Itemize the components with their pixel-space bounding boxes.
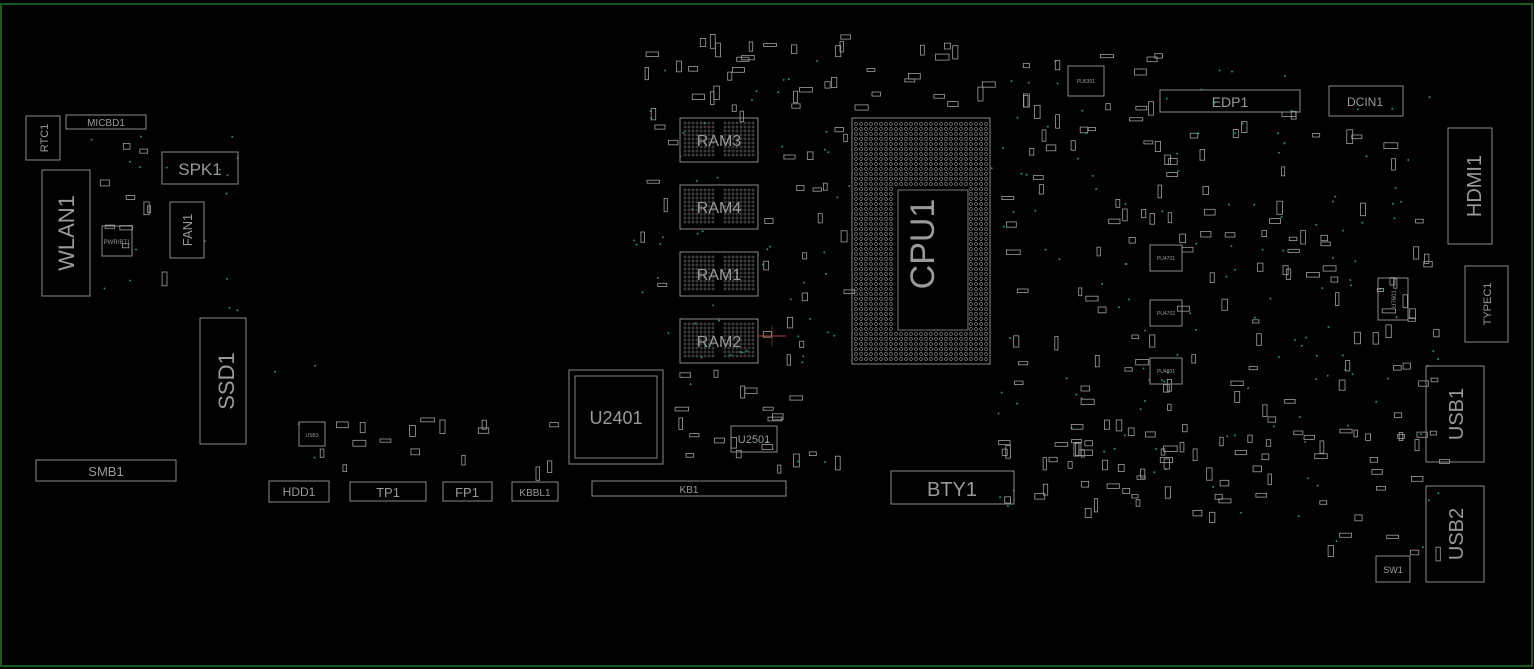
component-sw1[interactable]: SW1 [1375,555,1411,583]
component-u2501[interactable]: U2501 [730,425,778,453]
pad-field [99,34,1450,562]
smb1-label: SMB1 [88,464,123,479]
hdmi1-label: HDMI1 [1464,155,1486,217]
micbd1-label: MICBD1 [87,118,125,129]
u7601-label: U7601 [1392,290,1398,308]
component-fan1[interactable]: FAN1 [169,201,205,259]
ssd1-label: SSD1 [214,352,239,409]
cpu1-ball-grid [854,122,988,361]
component-pwr1[interactable]: PWR/BT1 [101,225,133,257]
component-bty1[interactable]: BTY1 [890,470,1015,505]
component-pu4701[interactable]: PU4701 [1149,244,1183,272]
component-pu4702[interactable]: PU4702 [1149,299,1183,327]
pu6301-label: PU6301 [1077,79,1095,85]
component-usb3[interactable]: USB3 [298,421,326,447]
spk1-label: SPK1 [178,160,221,179]
fp1-label: FP1 [455,485,479,500]
component-smb1[interactable]: SMB1 [35,459,177,482]
component-ram2[interactable]: RAM2 [679,318,786,364]
typec1-label: TYPEC1 [1482,283,1494,326]
component-pu6301[interactable]: PU6301 [1067,65,1105,97]
component-pu4801[interactable]: PU4801 [1149,357,1183,385]
ram4-label: RAM4 [697,200,742,217]
ram4-ball-grid [683,188,755,224]
component-rtc1[interactable]: RTC1 [25,115,61,161]
component-ssd1[interactable]: SSD1 [199,317,247,445]
component-u2401[interactable]: U2401 [568,369,664,465]
bty1-label: BTY1 [927,479,977,501]
wlan1-label: WLAN1 [54,195,79,271]
ram3-ball-grid [683,121,755,157]
component-ram4[interactable]: RAM4 [679,184,759,230]
sw1-label: SW1 [1383,565,1403,575]
hdd1-label: HDD1 [283,485,316,499]
edp1-label: EDP1 [1212,94,1249,110]
component-usb2[interactable]: USB2 [1425,485,1485,583]
pu4701-label: PU4701 [1157,256,1175,262]
tp1-label: TP1 [376,485,400,500]
ram2-label: RAM2 [697,334,742,351]
cpu1-label: CPU1 [904,199,942,290]
dcin1-label: DCIN1 [1347,95,1383,109]
kb1-label: KB1 [680,485,699,496]
component-fp1[interactable]: FP1 [442,481,493,502]
component-wlan1[interactable]: WLAN1 [41,169,91,297]
board-outline [0,3,1533,667]
component-u7601[interactable]: U7601 [1377,277,1409,321]
component-tp1[interactable]: TP1 [349,481,427,502]
usb1-label: USB1 [1446,388,1468,440]
component-ram1[interactable]: RAM1 [679,251,759,297]
ram3-label: RAM3 [697,133,742,150]
rtc1-label: RTC1 [39,124,51,153]
component-kbbl1[interactable]: KBBL1 [511,481,559,502]
usb3-label: USB3 [305,433,318,439]
component-usb1[interactable]: USB1 [1425,365,1485,463]
pu4801-label: PU4801 [1157,369,1175,375]
fan1-label: FAN1 [180,214,195,247]
component-ram3[interactable]: RAM3 [679,117,759,163]
via-field [90,60,1440,549]
component-hdmi1[interactable]: HDMI1 [1447,127,1493,245]
component-typec1[interactable]: TYPEC1 [1464,265,1509,343]
ram2-ball-grid [683,322,755,358]
component-micbd1[interactable]: MICBD1 [65,114,147,130]
component-hdd1[interactable]: HDD1 [268,480,330,503]
ram1-ball-grid [683,255,755,291]
ram1-label: RAM1 [697,267,742,284]
kbbl1-label: KBBL1 [519,488,551,499]
u2401-label: U2401 [589,408,642,428]
usb2-label: USB2 [1446,508,1468,560]
component-edp1[interactable]: EDP1 [1159,89,1301,113]
component-dcin1[interactable]: DCIN1 [1328,85,1404,117]
pwr1-label: PWR/BT1 [104,240,131,246]
component-cpu1[interactable]: CPU1 [851,117,991,365]
pu4702-label: PU4702 [1157,311,1175,317]
u2501-label: U2501 [738,434,770,446]
component-kb1[interactable]: KB1 [591,480,787,497]
component-spk1[interactable]: SPK1 [161,151,239,185]
